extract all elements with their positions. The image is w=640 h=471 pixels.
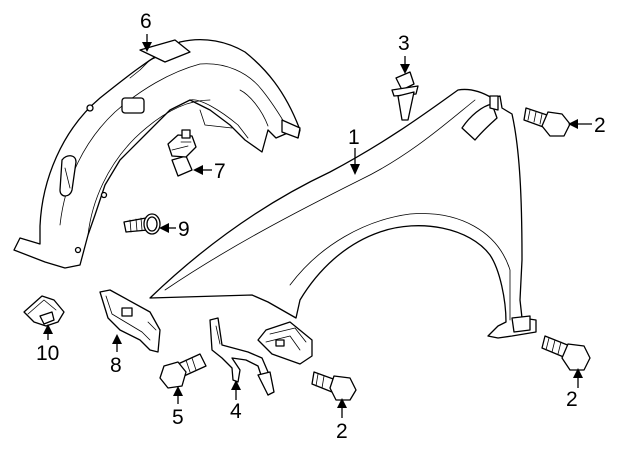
callout-1: 1 [348,126,360,149]
callout-4: 4 [230,400,242,423]
callout-2-bottom-right: 2 [566,388,578,411]
callout-8: 8 [110,354,122,377]
callout-labels: 1 2 2 2 3 4 5 6 7 8 9 10 [36,10,606,443]
callout-9: 9 [178,218,190,241]
brace-part [209,317,275,396]
fender-bracket-part [257,321,313,365]
callout-5: 5 [172,406,184,429]
bolt-2a-part [523,107,571,137]
callout-6: 6 [140,10,152,33]
splash-shield-part [99,289,161,353]
callout-2-bottom-center: 2 [336,420,348,443]
bolt-5-part [159,353,207,389]
fender-part [149,88,537,339]
push-pin-part [391,71,419,121]
bolt-2b-part [541,335,591,371]
bolt-9-part [123,213,161,235]
bolt-7-part [167,129,197,177]
fender-liner-part [13,39,301,269]
clip-part [23,295,65,327]
callout-3: 3 [398,32,410,55]
callout-10: 10 [36,342,59,365]
callout-7: 7 [214,160,226,183]
callout-2-top-right: 2 [594,114,606,137]
bolt-2c-part [311,371,357,401]
leader-lines [43,34,592,418]
